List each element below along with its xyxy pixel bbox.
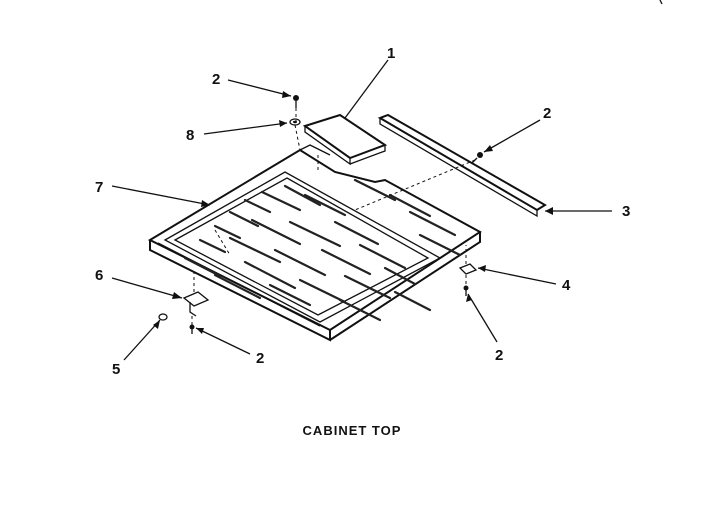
- callout-2-rear: 2: [543, 105, 551, 122]
- screw-rear-strip: [471, 152, 483, 164]
- callout-2-top: 2: [212, 71, 220, 88]
- screw-top: [293, 95, 299, 108]
- arrow-heads: [153, 91, 553, 334]
- cabinet-top-board: [147, 144, 482, 342]
- callout-6: 6: [95, 267, 103, 284]
- callout-5: 5: [112, 361, 120, 378]
- callout-4: 4: [562, 277, 571, 294]
- hinge-part-6: [182, 291, 210, 317]
- corner-mark: [659, 0, 663, 5]
- alignment-lines: [191, 108, 476, 325]
- callout-7: 7: [95, 179, 103, 196]
- screw-hinge: [189, 324, 195, 334]
- callout-1: 1: [387, 45, 395, 62]
- leader-lines: [111, 59, 612, 361]
- rear-strip-part-3: [377, 113, 547, 218]
- bracket-part-1: [302, 113, 388, 166]
- clip-part-4: [458, 263, 478, 275]
- diagram-caption: CABINET TOP: [302, 423, 402, 438]
- callout-3: 3: [622, 203, 630, 220]
- callout-8: 8: [186, 127, 194, 144]
- washer-part-8: [289, 118, 301, 126]
- screw-clip: [463, 285, 469, 296]
- callout-labels: 1 2 8 2 7 3 6 4 5 2 2: [95, 45, 630, 378]
- callout-2-bottom: 2: [256, 350, 264, 367]
- callout-2-clip: 2: [495, 347, 503, 364]
- clip-part-5: [158, 313, 168, 321]
